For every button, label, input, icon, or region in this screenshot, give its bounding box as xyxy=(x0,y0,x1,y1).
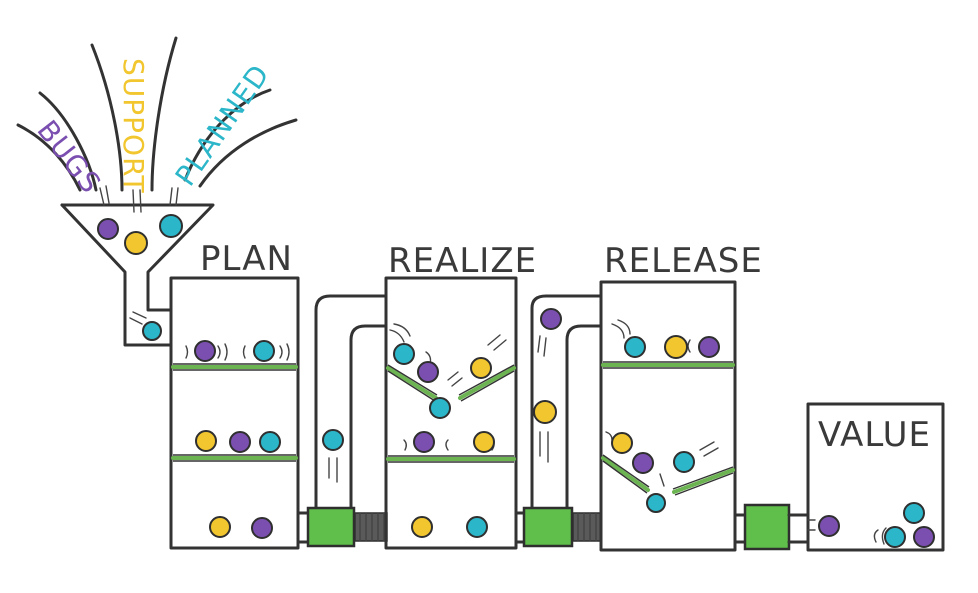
planned-ball-realize-3 xyxy=(466,516,488,538)
support-ball-funnel xyxy=(124,231,148,255)
release-shelves xyxy=(601,361,735,496)
pump-2 xyxy=(514,506,602,548)
release-motion-lines xyxy=(605,319,719,487)
planned-ball-funnel xyxy=(159,214,183,238)
bug-ball-realize-1 xyxy=(417,361,439,383)
bug-ball-value-1 xyxy=(913,526,935,548)
bug-ball-release-2 xyxy=(632,452,654,474)
plan-motion-lines xyxy=(185,343,290,361)
planned-ball-realize-2 xyxy=(429,397,451,419)
support-ball-realize-2 xyxy=(473,431,495,453)
planned-ball-plan-top xyxy=(253,340,275,362)
support-label: SUPPORT xyxy=(117,58,150,194)
release-box xyxy=(599,280,737,552)
bug-ball-plan-bottom xyxy=(251,517,273,539)
realize-box xyxy=(384,276,518,550)
planned-ball-release-2 xyxy=(673,451,695,473)
bug-ball-plan-mid xyxy=(229,431,251,453)
bug-ball-value-inlet xyxy=(818,515,840,537)
funnel-motion-lines xyxy=(99,185,179,325)
bug-ball-funnel xyxy=(97,218,119,240)
realize-label: REALIZE xyxy=(388,241,537,281)
planned-ball-pipe-1 xyxy=(322,429,344,451)
pipe-plan-to-realize xyxy=(314,294,388,514)
support-ball-release-2 xyxy=(611,432,633,454)
pump-1 xyxy=(296,506,388,548)
bug-ball-realize-2 xyxy=(413,431,435,453)
value-box xyxy=(806,402,945,552)
planned-ball-value-2 xyxy=(903,502,925,524)
realize-motion-lines xyxy=(389,323,507,451)
release-label: RELEASE xyxy=(604,241,763,281)
support-ball-realize-3 xyxy=(411,516,433,538)
plan-shelves xyxy=(171,363,298,462)
planned-ball-plan-mid xyxy=(259,431,281,453)
support-ball-plan-mid xyxy=(195,430,217,452)
realize-funnel-shelves xyxy=(386,364,516,463)
support-ball-plan-bottom xyxy=(209,516,231,538)
planned-label: PLANNED xyxy=(169,58,277,192)
plan-label: PLAN xyxy=(200,239,293,279)
plan-box xyxy=(169,276,300,550)
planned-ball-realize-1 xyxy=(393,343,415,365)
bug-ball-pipe-2 xyxy=(540,308,562,330)
planned-ball-release-3 xyxy=(646,493,666,513)
bug-ball-release-1 xyxy=(698,336,720,358)
planned-ball-release-1 xyxy=(624,336,646,358)
value-label: VALUE xyxy=(818,415,931,455)
pipe-realize-to-release xyxy=(530,294,603,514)
source-streams xyxy=(16,36,298,192)
pump-3 xyxy=(733,503,810,551)
support-ball-realize-1 xyxy=(470,357,492,379)
support-ball-release-1 xyxy=(664,335,688,359)
support-ball-pipe-2 xyxy=(533,400,557,424)
planned-ball-value-1 xyxy=(884,526,906,548)
intake-funnel xyxy=(60,203,215,347)
value-motion-lines xyxy=(807,519,887,545)
planned-ball-funnel-outlet xyxy=(142,321,162,341)
bug-ball-plan-top xyxy=(194,340,216,362)
